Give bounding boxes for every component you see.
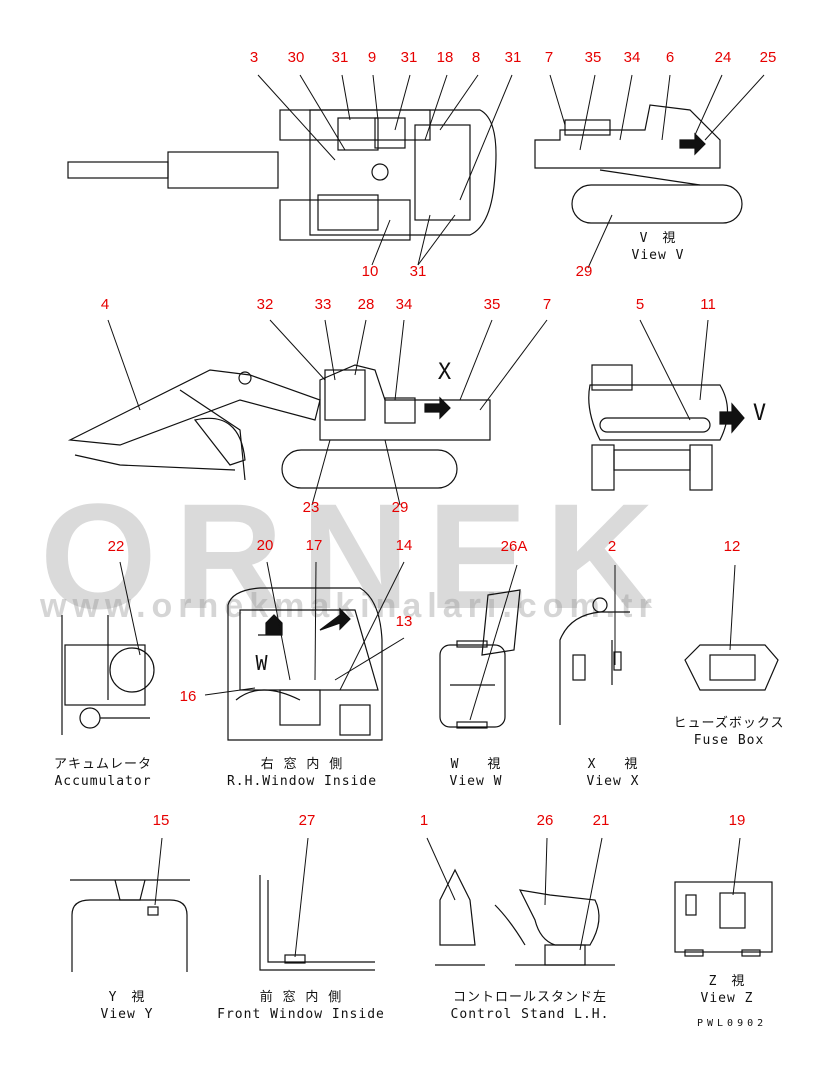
drawing-code: PWL0902 [697, 1018, 768, 1029]
view-v-arrow-label: V [752, 401, 768, 426]
top-view-drawing [67, 109, 497, 241]
callout: 31 [331, 49, 349, 66]
caption-en: View X [586, 774, 640, 789]
caption-jp: 右 窓 内 側 [260, 757, 344, 772]
view-w-drawing [439, 589, 521, 729]
callout: 1 [419, 812, 429, 829]
callout: 5 [635, 296, 645, 313]
x-mark: X [437, 360, 453, 385]
caption-jp: アキュムレータ [53, 757, 153, 772]
callout: 7 [544, 49, 554, 66]
callout: 2 [607, 538, 617, 555]
caption-view-x: X 視 View X [587, 756, 640, 790]
caption-jp: V 視 [639, 231, 677, 246]
callout: 16 [179, 688, 197, 705]
caption-front-window: 前 窓 内 側 Front Window Inside [217, 989, 385, 1023]
leader-lines [107, 74, 765, 958]
callout: 10 [361, 263, 379, 280]
w-mark: W [255, 651, 269, 675]
caption-en: View W [449, 774, 503, 789]
caption-en: R.H.Window Inside [226, 774, 378, 789]
caption-jp: W 視 [450, 757, 502, 772]
callout: 31 [409, 263, 427, 280]
callout: 21 [592, 812, 610, 829]
caption-view-v: V 視 View V [632, 230, 685, 264]
caption-en: Fuse Box [693, 733, 765, 748]
caption-jp: X 視 [587, 757, 639, 772]
rear-view-drawing [588, 364, 745, 491]
callout: 35 [584, 49, 602, 66]
caption-en: Front Window Inside [217, 1007, 385, 1022]
view-z-drawing [674, 881, 773, 957]
callout: 19 [728, 812, 746, 829]
caption-en: View V [631, 248, 685, 263]
control-stand-drawing [435, 868, 615, 966]
callout: 28 [357, 296, 375, 313]
caption-view-w: W 視 View W [450, 756, 503, 790]
callout: 32 [256, 296, 274, 313]
callout: 26A [500, 538, 528, 555]
callout: 31 [400, 49, 418, 66]
callout: 4 [100, 296, 110, 313]
caption-jp: Z 視 [708, 974, 746, 989]
view-v-drawing [534, 104, 743, 224]
callout: 31 [504, 49, 522, 66]
callout: 14 [395, 537, 413, 554]
accumulator-drawing [61, 615, 155, 735]
caption-jp: Y 視 [108, 990, 146, 1005]
callout: 8 [471, 49, 481, 66]
callout: 17 [305, 537, 323, 554]
callout: 7 [542, 296, 552, 313]
rh-window-drawing [227, 587, 383, 741]
view-y-drawing [70, 879, 190, 972]
view-x-drawing [559, 597, 630, 725]
callout: 11 [700, 296, 716, 313]
callout: 6 [665, 49, 675, 66]
callout: 9 [367, 49, 377, 66]
fuse-box-drawing [684, 644, 779, 691]
callout: 30 [287, 49, 305, 66]
caption-jp: コントロールスタンド左 [452, 990, 608, 1005]
callout: 20 [256, 537, 274, 554]
caption-jp: ヒューズボックス [673, 716, 785, 731]
caption-accumulator: アキュムレータ Accumulator [54, 756, 152, 790]
callout: 18 [436, 49, 454, 66]
callout: 25 [759, 49, 777, 66]
callout: 29 [391, 499, 409, 516]
callout: 34 [395, 296, 413, 313]
caption-fuse-box: ヒューズボックス Fuse Box [674, 715, 785, 749]
side-view-drawing [67, 364, 491, 489]
caption-jp: 前 窓 内 側 [259, 990, 343, 1005]
callout: 26 [536, 812, 554, 829]
callout: 27 [298, 812, 316, 829]
caption-view-z: Z 視 View Z [701, 973, 754, 1007]
caption-en: View Z [700, 991, 754, 1006]
callout: 34 [623, 49, 641, 66]
caption-view-y: Y 視 View Y [101, 989, 154, 1023]
caption-en: View Y [100, 1007, 154, 1022]
callout: 23 [302, 499, 320, 516]
callout: 24 [714, 49, 732, 66]
watermark-brand: ORNEK [40, 472, 672, 640]
callout: 35 [483, 296, 501, 313]
callout: 33 [314, 296, 332, 313]
callout: 13 [395, 613, 413, 630]
caption-en: Control Stand L.H. [450, 1007, 610, 1022]
callout: 3 [249, 49, 259, 66]
caption-rh-window: 右 窓 内 側 R.H.Window Inside [227, 756, 377, 790]
callout: 12 [723, 538, 741, 555]
callout: 15 [152, 812, 170, 829]
front-window-drawing [259, 875, 375, 971]
callout: 29 [575, 263, 593, 280]
caption-control-stand: コントロールスタンド左 Control Stand L.H. [451, 989, 610, 1023]
callout: 22 [107, 538, 125, 555]
caption-en: Accumulator [54, 774, 152, 789]
